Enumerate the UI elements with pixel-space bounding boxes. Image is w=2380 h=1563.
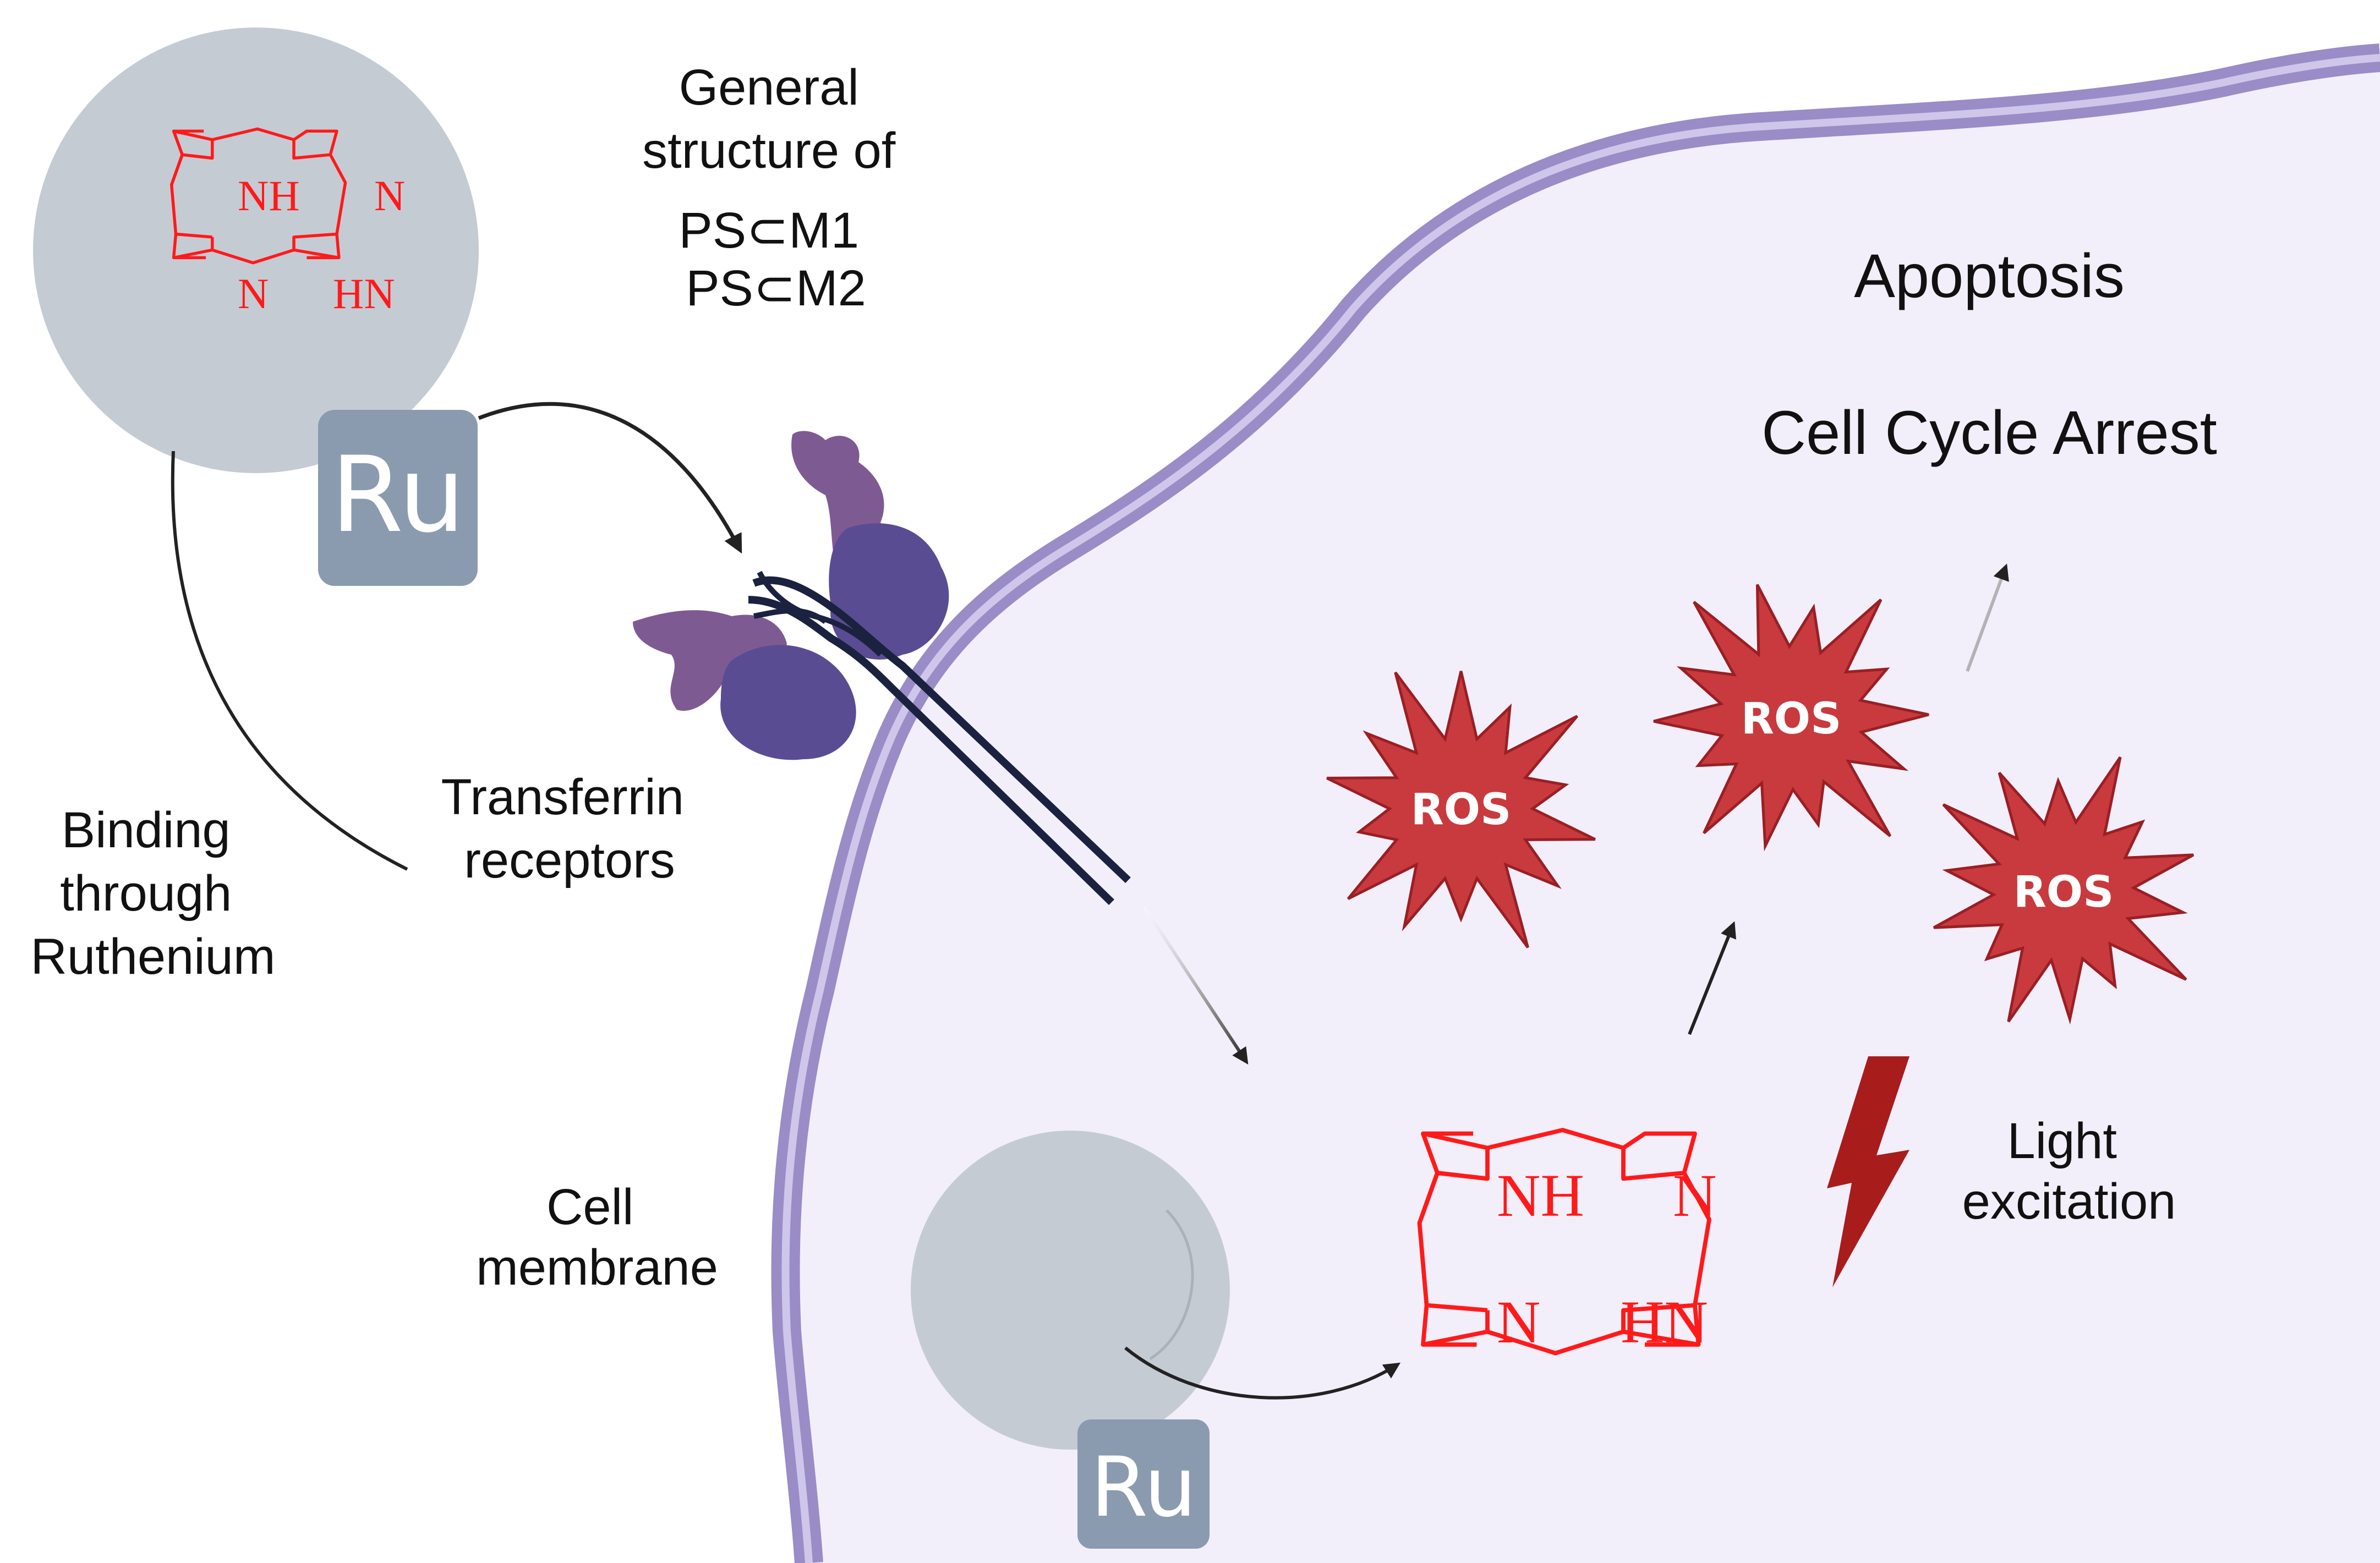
ru-label-bottom: Ru <box>1091 1440 1197 1535</box>
ru-box-bottom <box>1077 1419 1210 1549</box>
membrane-label: Cell membrane <box>476 1179 718 1296</box>
ros-label: ROS <box>1741 694 1842 744</box>
porphyrin-atom-n-top: N <box>374 172 405 220</box>
lightning-bolt-icon <box>1827 1056 1910 1287</box>
porphyrin-atom-n-bottom: N <box>1673 1162 1716 1229</box>
arrow-to-outcome <box>1966 563 2009 672</box>
ros-label: ROS <box>1411 785 1512 835</box>
light-label: Light excitation <box>1962 1113 2176 1230</box>
ros-starburst <box>1653 584 1929 852</box>
internalization-arrow <box>1143 907 1249 1065</box>
nanoparticle-inner <box>911 1131 1230 1450</box>
general-structure-label: General structure of PS⊂M1 PS⊂M2 <box>642 59 910 316</box>
nanoparticle <box>33 28 479 473</box>
apoptosis-label: Apoptosis <box>1854 242 2125 310</box>
cell-membrane-inner <box>781 54 2380 1563</box>
binding-curve <box>171 451 408 871</box>
ru-box-top <box>318 410 478 586</box>
transferrin-receptor <box>633 431 1131 906</box>
porphyrin-atom-nh-top: NH <box>238 172 300 220</box>
porphyrin-atom-n2-top: N <box>238 270 269 317</box>
ros-starburst <box>1326 671 1596 948</box>
ros-group: ROS ROS ROS <box>1326 584 2195 1025</box>
ros-starburst <box>1933 756 2195 1025</box>
porphyrin-atom-n2-bottom: N <box>1497 1288 1540 1356</box>
arrow-to-ros <box>1688 921 1737 1035</box>
receptors-label: Transferrin receptors <box>441 769 698 889</box>
arrow-to-receptor <box>478 402 742 554</box>
ros-label: ROS <box>2014 868 2114 917</box>
porphyrin-atom-nh-bottom: NH <box>1497 1162 1584 1229</box>
ru-label-top: Ru <box>331 434 465 556</box>
particle-shadow-arc <box>1149 1209 1194 1361</box>
porphyrin-atom-hn-bottom: HN <box>1621 1288 1708 1356</box>
binding-label: Binding through Ruthenium <box>31 802 276 985</box>
release-arrow <box>1124 1346 1401 1400</box>
cell-cycle-label: Cell Cycle Arrest <box>1761 398 2217 467</box>
porphyrin-atom-hn-top: HN <box>333 270 395 317</box>
